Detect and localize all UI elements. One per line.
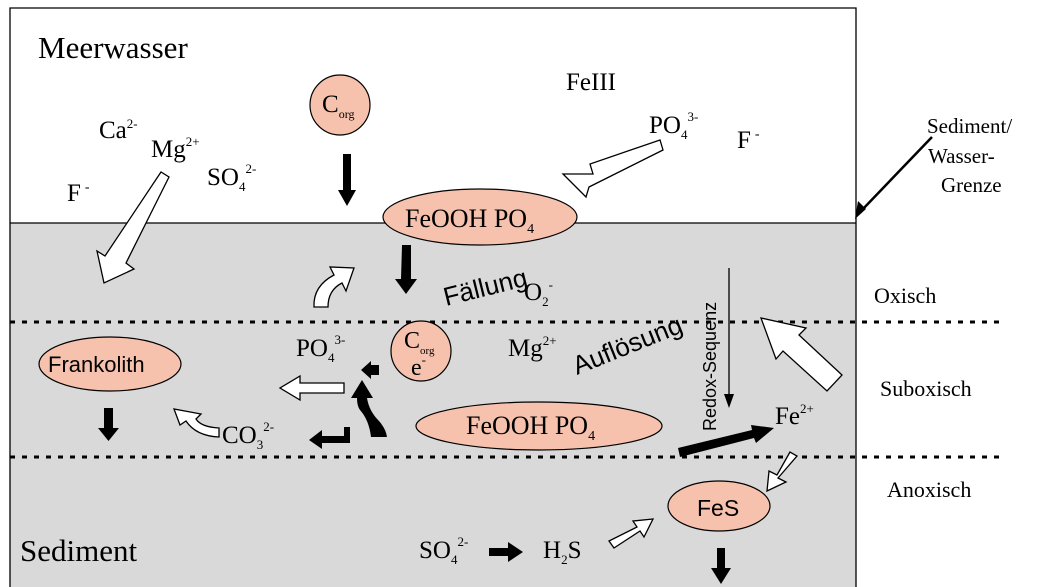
so4-reduction-arrow [489,542,523,562]
boundary-label-line-1: Sediment/ [927,114,1012,138]
boundary-pointer-line [861,136,933,211]
frankolith-ellipse [38,336,182,392]
corg-label-top: Corg [322,91,354,121]
feiii-label: FeIII [566,69,616,96]
h2s-to-fes-arrow [608,518,655,549]
e-label-mid: e- [411,352,426,381]
boundary-pointer-head [855,201,866,219]
feooh-po4-ellipse-top [382,188,578,246]
meerwasser-label: Meerwasser [38,30,188,65]
fe2-to-fes-arrow [766,451,799,493]
oxisch-label: Oxisch [874,283,936,308]
co3-ion: CO32- [222,419,274,452]
po4-ion-mid: PO43- [296,332,345,365]
redox-arrow-head [724,394,734,408]
po4-release-curved-arrow [313,266,355,308]
boundary-label-line-3: Grenze [941,173,1002,197]
fe2-ion: Fe2+ [775,401,814,430]
corg-decay-curved-arrow [351,380,387,437]
mg-ion-mid: Mg2+ [508,333,557,362]
frankolith-label: Frankolith [48,352,145,377]
feooh-po4-label-bottom: FeOOH PO4 [466,411,595,444]
redox-sequenz-label: Redox-Sequenz [700,302,720,431]
po4-to-frankolith-arrow [278,374,345,402]
frankolith-burial-arrow [98,408,119,441]
fe-reduction-arrow [678,425,774,457]
mg-ion-top: Mg2+ [151,134,200,163]
sediment-label: Sediment [20,533,137,568]
feooh-po4-ellipse-bottom [415,401,663,451]
suboxisch-label: Suboxisch [880,376,972,401]
corg-circle-top [309,74,371,136]
so4-ion-top: SO42- [207,161,256,194]
f-ion-left: F- [67,180,90,207]
boundary-label-line-2: Wasser- [928,144,995,168]
diagram-border [9,7,857,587]
corg-label-mid: Corg [404,328,435,357]
seawater-ions-arrow [96,171,170,284]
corg-small-left-arrow [361,361,379,379]
co3-curved-black-arrow [309,427,350,449]
feooh-po4-label-top: FeOOH PO4 [405,204,534,237]
h2s-molecule: H2S [543,537,581,567]
fe2-upward-arrow [759,317,843,392]
so4-ion-bottom: SO42- [419,534,468,567]
anoxisch-label: Anoxisch [887,477,971,502]
o2-ion: O2- [524,277,553,309]
f-ion-right: F- [737,127,760,154]
po4-ion-top: PO43- [649,109,698,142]
po4-adsorption-arrow [561,139,664,199]
feooh-burial-arrow [395,245,417,294]
co3-to-frankolith-arrow [172,408,220,438]
fes-burial-arrow [711,548,731,584]
ca-ion: Ca2- [99,116,138,144]
fes-label: FeS [697,495,739,521]
corg-sinking-arrow [338,154,356,206]
corg-circle-mid [390,320,452,382]
fes-ellipse [667,480,771,532]
